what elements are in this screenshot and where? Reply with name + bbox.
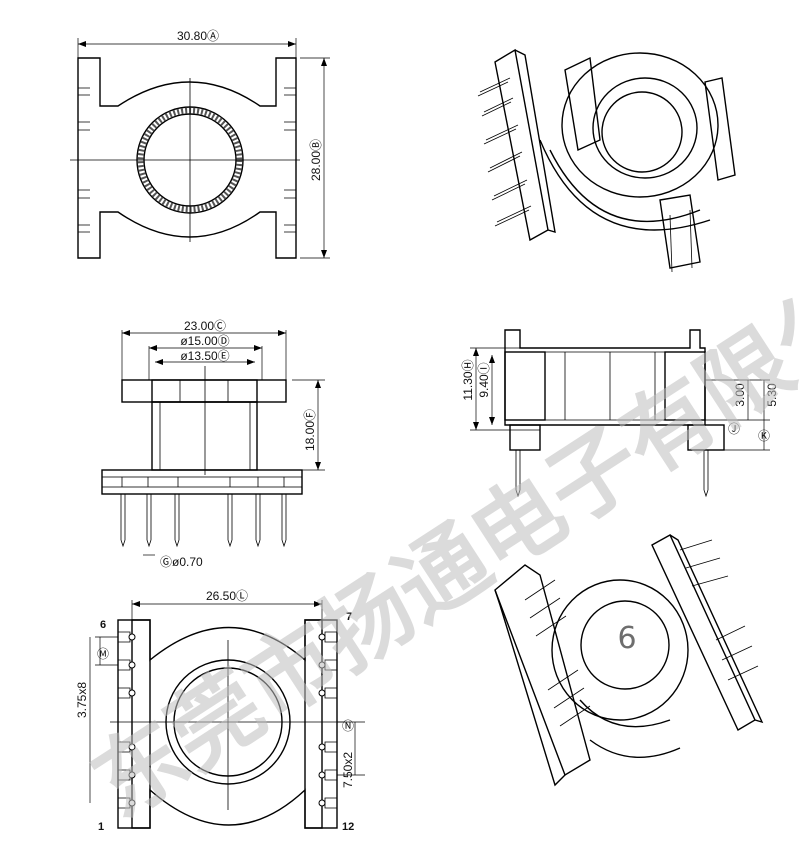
top-height-dim: 28.00Ⓑ: [309, 139, 323, 181]
side-dim-i: 9.40Ⓘ: [477, 362, 491, 397]
pin-row-dim: 7.50x2: [341, 752, 355, 788]
iso-view-top: [477, 48, 736, 273]
front-pin-dia-dim: Ⓖø0.70: [160, 555, 203, 569]
front-height-dim: 18.00Ⓕ: [303, 409, 317, 451]
pin-label-7: 7: [346, 611, 352, 623]
side-view: 11.30Ⓗ 9.40Ⓘ 3.00 5.30 Ⓙ Ⓚ: [461, 329, 779, 498]
side-dim-k: 5.30: [765, 383, 779, 407]
side-dim-h: 11.30Ⓗ: [461, 359, 475, 400]
pin-label-6: 6: [100, 619, 106, 631]
part-number-label: 6: [617, 621, 636, 656]
front-inner-dia-dim: ø13.50Ⓔ: [180, 349, 229, 363]
pin-row-marker: Ⓝ: [342, 719, 354, 733]
iso-view-bottom: 6: [494, 534, 764, 787]
top-view: 30.80Ⓐ 28.00Ⓑ: [70, 29, 330, 259]
pin-label-1: 1: [98, 821, 104, 833]
pitch-dim: 3.75x8: [75, 682, 89, 718]
front-outer-dia-dim: ø15.00Ⓓ: [180, 334, 229, 348]
watermark-text: 东莞市扬通电子有限公司: [75, 211, 800, 838]
pin-label-12: 12: [342, 821, 354, 833]
bottom-width-dim: 26.50Ⓛ: [206, 589, 248, 603]
side-dim-j: 3.00: [733, 383, 747, 407]
side-marker-j: Ⓙ: [728, 422, 740, 436]
top-width-dim: 30.80Ⓐ: [177, 29, 219, 43]
front-view: 23.00Ⓒ ø15.00Ⓓ ø13.50Ⓔ 18.00Ⓕ: [101, 319, 325, 569]
side-marker-k: Ⓚ: [758, 429, 770, 443]
pitch-marker: Ⓜ: [97, 647, 109, 661]
front-base-width-dim: 23.00Ⓒ: [184, 319, 226, 333]
bottom-view: 26.50Ⓛ Ⓜ 3.75x8 Ⓝ 7.50x2: [75, 589, 365, 833]
